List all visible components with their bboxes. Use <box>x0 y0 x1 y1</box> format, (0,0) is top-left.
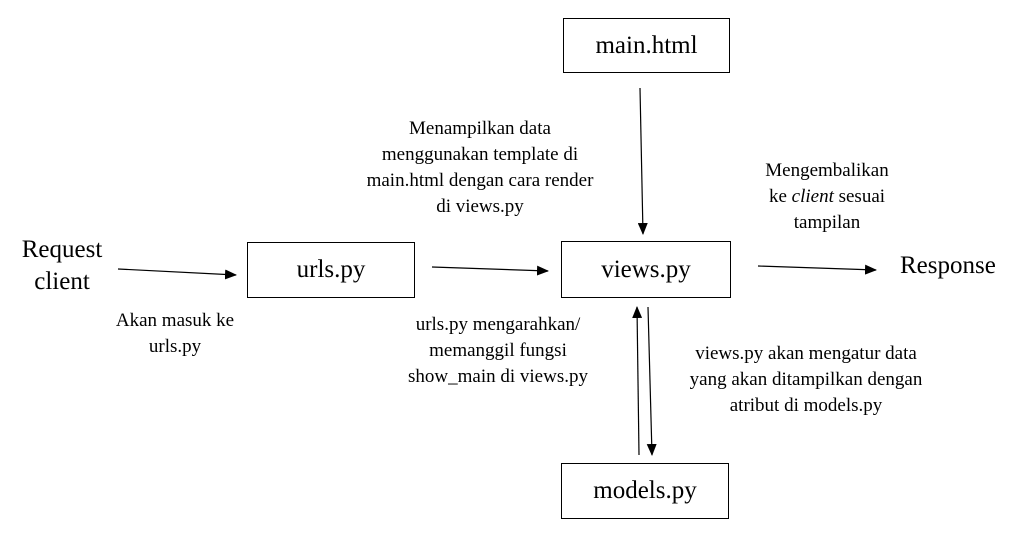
node-urls-py: urls.py <box>247 242 415 298</box>
node-models-py-label: models.py <box>593 477 697 504</box>
node-models-py: models.py <box>561 463 729 519</box>
arrow-views-to-models <box>646 306 657 456</box>
node-views-py: views.py <box>561 241 731 298</box>
node-views-py-label: views.py <box>601 255 691 283</box>
label-akan-masuk: Akan masuk ke urls.py <box>115 310 235 357</box>
label-mengarahkan: urls.py mengarahkan/ memanggil fungsi sh… <box>408 314 588 387</box>
arrow-models-to-views <box>632 306 643 456</box>
label-mengatur: views.py akan mengatur data yang akan di… <box>689 343 923 416</box>
label-menampilkan: Menampilkan data menggunakan template di… <box>366 118 594 217</box>
request-client-label: Request client <box>21 236 103 295</box>
label-mengembalikan: Mengembalikan ke client sesuai tampilan <box>765 160 889 233</box>
arrow-request-to-urls <box>117 268 237 280</box>
arrow-urls-to-views <box>431 265 549 276</box>
node-main-html-label: main.html <box>595 31 698 59</box>
node-urls-py-label: urls.py <box>296 256 366 283</box>
response-label: Response <box>900 252 996 279</box>
arrow-main-to-views <box>637 87 648 235</box>
arrow-views-to-response <box>757 264 877 275</box>
node-main-html: main.html <box>563 18 730 73</box>
